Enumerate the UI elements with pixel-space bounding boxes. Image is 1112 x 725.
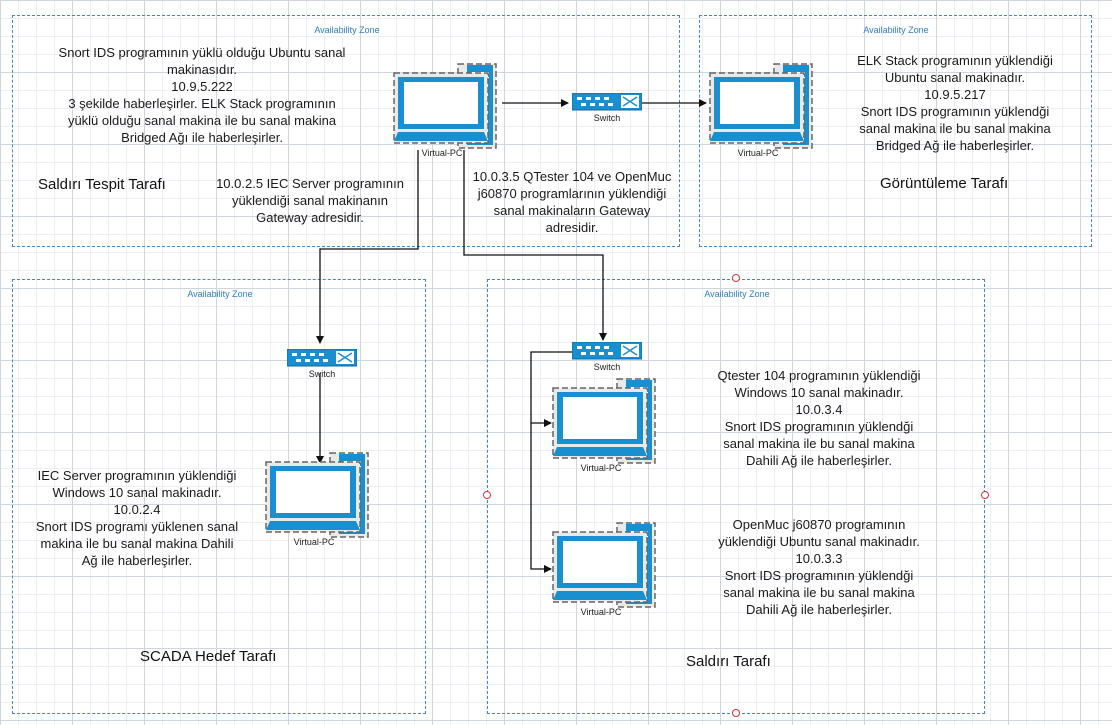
zone-label: Availability Zone xyxy=(187,289,253,299)
title-attack-side: Saldırı Tarafı xyxy=(686,653,771,670)
virtual-pc-label: Virtual-PC xyxy=(580,607,622,617)
note-elk-host: ELK Stack programının yüklendiği Ubuntu … xyxy=(857,53,1053,153)
resize-handle-top[interactable] xyxy=(732,274,740,282)
connector-switch-attack-to-qtester xyxy=(530,351,574,427)
virtual-pc-label: Virtual-PC xyxy=(737,148,779,158)
virtual-pc-openmuc: Virtual-PC xyxy=(551,521,663,621)
switch-icon xyxy=(287,349,357,367)
zone-label: Availability Zone xyxy=(314,25,380,35)
virtual-pc-icon xyxy=(709,63,813,149)
switch-label: Switch xyxy=(593,362,621,372)
title-scada-side: SCADA Hedef Tarafı xyxy=(140,648,277,665)
note-gateway-iec: 10.0.2.5 IEC Server programının yüklendi… xyxy=(216,176,404,225)
virtual-pc-icon xyxy=(552,378,656,464)
title-detection-side: Saldırı Tespit Tarafı xyxy=(38,176,166,193)
note-gateway-attack: 10.0.3.5 QTester 104 ve OpenMuc j60870 p… xyxy=(472,169,672,235)
zone-display: Availability Zone xyxy=(699,15,1092,247)
note-snort-host: Snort IDS programının yüklü olduğu Ubunt… xyxy=(58,45,346,145)
zone-label: Availability Zone xyxy=(704,289,770,299)
switch-scada: Switch xyxy=(287,349,357,379)
switch-label: Switch xyxy=(308,369,336,379)
switch-top: Switch xyxy=(572,93,642,123)
virtual-pc-icon xyxy=(393,63,497,149)
virtual-pc-icon xyxy=(552,522,656,608)
resize-handle-right[interactable] xyxy=(981,491,989,499)
connector-snort-to-switch-scada xyxy=(316,150,419,344)
virtual-pc-label: Virtual-PC xyxy=(421,148,463,158)
virtual-pc-elk: Virtual-PC xyxy=(708,62,820,162)
resize-handle-left[interactable] xyxy=(483,491,491,499)
zone-scada: Availability Zone xyxy=(12,279,426,714)
virtual-pc-label: Virtual-PC xyxy=(580,463,622,473)
switch-attack: Switch xyxy=(572,342,642,372)
resize-handle-bottom[interactable] xyxy=(732,709,740,717)
zone-label: Availability Zone xyxy=(863,25,929,35)
note-qtester-host: Qtester 104 programının yüklendiği Windo… xyxy=(717,368,921,468)
virtual-pc-snort: Virtual-PC xyxy=(392,62,504,162)
switch-icon xyxy=(572,93,642,111)
zone-detection: Availability Zone xyxy=(12,15,680,247)
title-display-side: Görüntüleme Tarafı xyxy=(880,175,1009,192)
virtual-pc-icon xyxy=(265,452,369,538)
connector-switch-attack-to-openmuc xyxy=(530,423,552,573)
switch-icon xyxy=(572,342,642,360)
note-iec-host: IEC Server programının yüklendiği Window… xyxy=(35,468,239,568)
virtual-pc-qtester: Virtual-PC xyxy=(551,377,663,477)
note-openmuc-host: OpenMuc j60870 programının yüklendiği Ub… xyxy=(718,517,920,617)
switch-label: Switch xyxy=(593,113,621,123)
connector-snort-to-switch-attack xyxy=(463,150,607,341)
virtual-pc-label: Virtual-PC xyxy=(293,537,335,547)
virtual-pc-iec: Virtual-PC xyxy=(264,451,376,551)
